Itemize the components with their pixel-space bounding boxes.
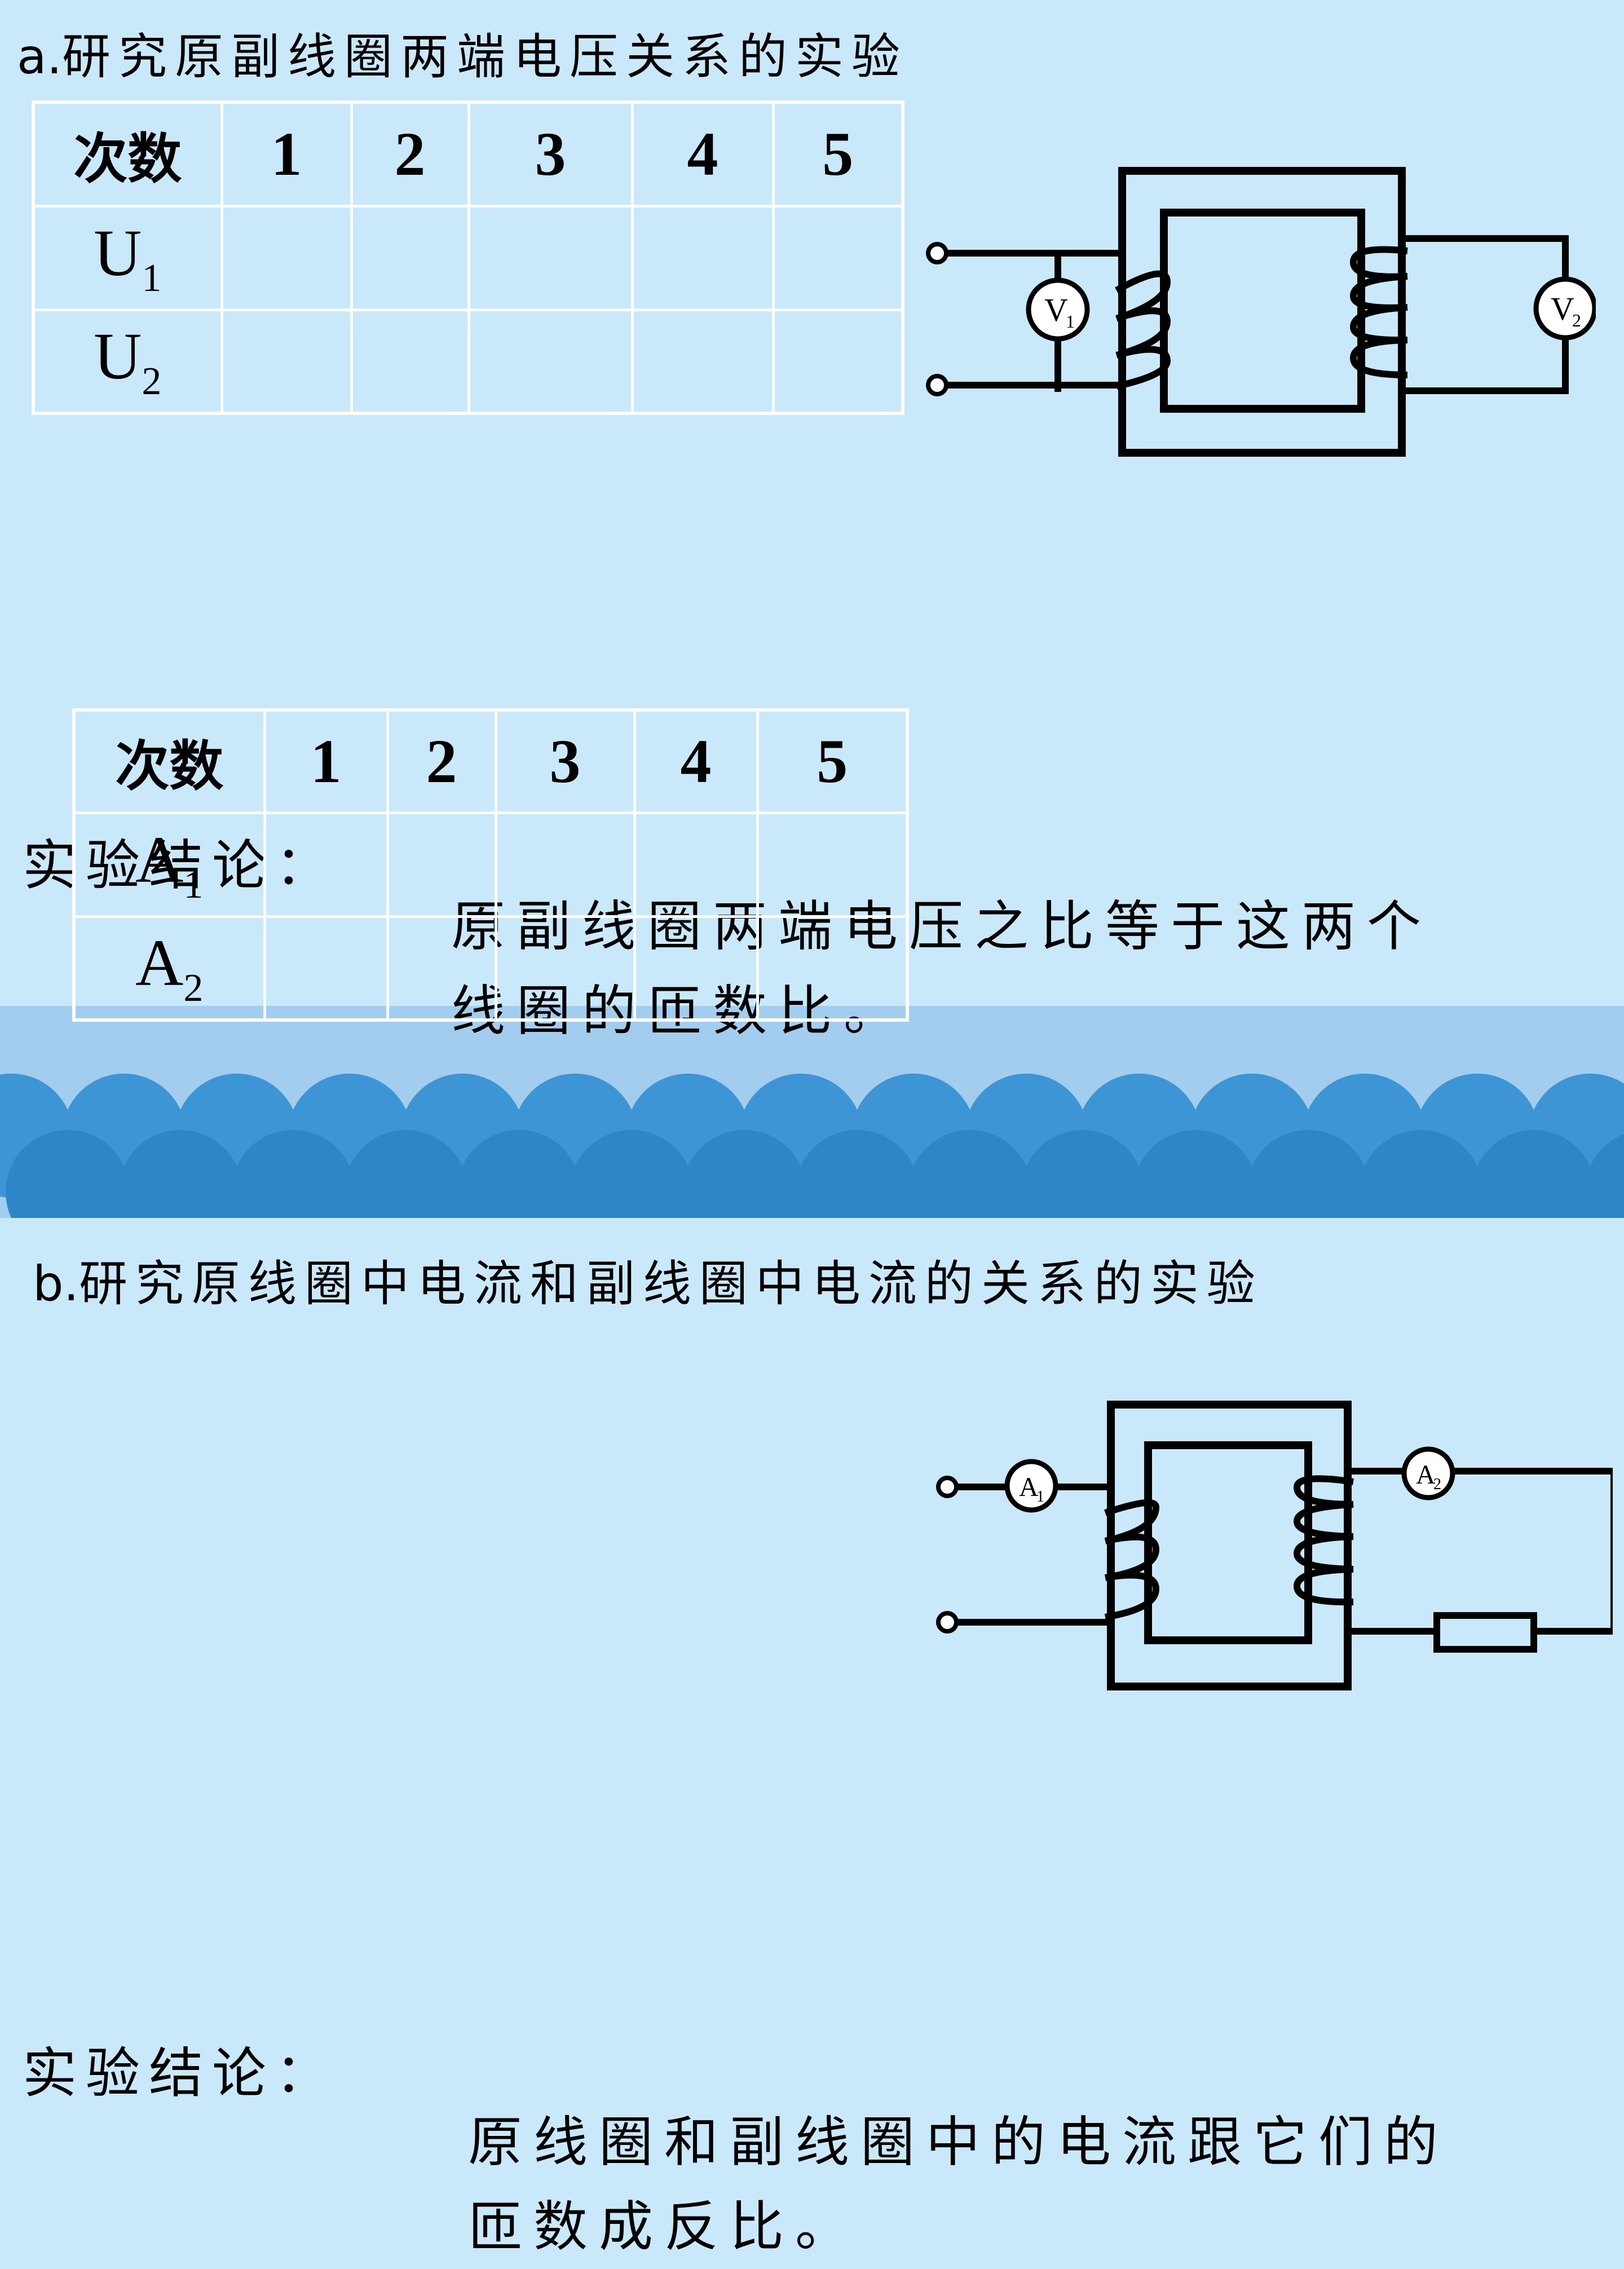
table-row: A1 <box>72 811 909 918</box>
wave-decoration <box>0 1006 1624 1218</box>
table-cell <box>633 811 759 918</box>
meter-symbol: V <box>1044 292 1068 328</box>
table-row: U2 <box>32 308 904 415</box>
table-cell <box>263 811 389 918</box>
header-col-4: 4 <box>630 100 775 208</box>
header-col-4: 4 <box>633 708 759 814</box>
header-count: 次数 <box>72 708 266 814</box>
table-row: U1 <box>32 204 904 311</box>
table-cell <box>263 915 389 1022</box>
row-symbol: A <box>135 822 184 897</box>
row-label-u1: U1 <box>32 204 223 311</box>
header-col-2: 2 <box>386 708 497 814</box>
meter-symbol: V <box>1551 290 1574 327</box>
table-cell <box>630 204 775 311</box>
section-a-heading: a.研究原副线圈两端电压关系的实验 <box>17 17 1624 87</box>
row-symbol: U <box>94 319 142 394</box>
row-label-a2: A2 <box>72 915 266 1022</box>
table-cell <box>756 915 909 1022</box>
table-cell <box>771 308 904 415</box>
table-cell <box>220 204 353 311</box>
table-cell <box>467 308 634 415</box>
table-cell <box>494 915 636 1022</box>
table-row: A2 <box>72 915 909 1022</box>
conclusion-b-line-1: 原线圈和副线圈中的电流跟它们的 <box>468 2111 1449 2174</box>
section-b-prefix: b. <box>33 1256 79 1312</box>
row-subscript: 2 <box>183 966 204 1010</box>
section-b-heading: b.研究原线圈中电流和副线圈中电流的关系的实验 <box>33 1244 1624 1314</box>
table-cell <box>467 204 634 311</box>
voltmeter-v1: V 1 <box>1026 277 1090 342</box>
meter-symbol: A <box>1019 1472 1039 1502</box>
header-col-5: 5 <box>756 708 909 814</box>
row-label-u2: U2 <box>32 308 223 415</box>
meter-subscript: 2 <box>1572 310 1581 330</box>
conclusion-b-label: 实验结论： <box>23 2042 338 2105</box>
table-header-row: 次数 1 2 3 4 5 <box>72 708 909 814</box>
header-col-3: 3 <box>467 100 634 208</box>
header-col-1: 1 <box>263 708 389 814</box>
transformer-core-inner <box>1160 209 1365 413</box>
row-subscript: 2 <box>142 360 162 404</box>
ammeter-a2: A 2 <box>1401 1446 1455 1500</box>
table-cell <box>386 811 497 918</box>
table-cell <box>630 308 775 415</box>
row-symbol: U <box>94 215 142 290</box>
current-table: 次数 1 2 3 4 5 A1 A2 <box>72 708 909 1022</box>
voltage-table: 次数 1 2 3 4 5 U1 U2 <box>32 100 904 415</box>
meter-subscript: 1 <box>1036 1488 1044 1506</box>
table-header-row: 次数 1 2 3 4 5 <box>32 100 904 208</box>
header-col-5: 5 <box>771 100 904 208</box>
transformer-core-outer <box>1118 167 1406 457</box>
table-cell <box>494 811 636 918</box>
table-cell <box>386 915 497 1022</box>
voltmeter-v2: V 2 <box>1533 276 1597 341</box>
header-col-1: 1 <box>220 100 353 208</box>
header-col-3: 3 <box>494 708 636 814</box>
table-cell <box>350 204 470 311</box>
transformer-core-inner <box>1144 1441 1312 1644</box>
ammeter-a1: A 1 <box>1004 1459 1058 1513</box>
meter-subscript: 2 <box>1433 1476 1441 1493</box>
section-a-title: 研究原副线圈两端电压关系的实验 <box>62 29 908 85</box>
section-a-prefix: a. <box>17 29 63 85</box>
resistor-icon <box>1433 1612 1537 1653</box>
table-cell <box>220 308 353 415</box>
row-subscript: 1 <box>183 863 204 907</box>
section-b-title: 研究原线圈中电流和副线圈中电流的关系的实验 <box>78 1256 1263 1312</box>
header-col-2: 2 <box>350 100 470 208</box>
table-cell <box>350 308 470 415</box>
meter-symbol: A <box>1416 1460 1436 1490</box>
row-label-a1: A1 <box>72 811 266 918</box>
header-count: 次数 <box>32 100 223 208</box>
meter-subscript: 1 <box>1066 311 1075 332</box>
table-cell <box>633 915 759 1022</box>
row-symbol: A <box>135 926 184 1000</box>
conclusion-b-line-2: 匝数成反比。 <box>468 2195 860 2258</box>
table-cell <box>771 204 904 311</box>
conclusion-b-text: 原线圈和副线圈中的电流跟它们的 匝数成反比。 <box>468 2100 1624 2269</box>
transformer-current-circuit: A 1 A 2 <box>936 1401 1617 1690</box>
row-subscript: 1 <box>142 256 162 300</box>
transformer-voltage-circuit: V 1 V 2 <box>926 167 1597 457</box>
table-cell <box>756 811 909 918</box>
